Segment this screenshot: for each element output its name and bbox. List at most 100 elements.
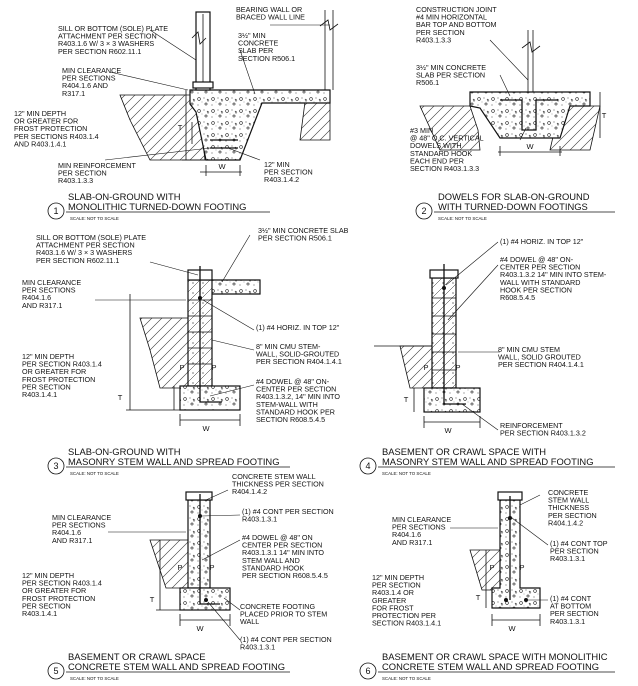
callout-note-line: 3½" MIN	[238, 31, 266, 40]
callout-note-line: R404.1.6	[392, 530, 421, 539]
callout-note-line: 3½" MIN CONCRETE	[416, 63, 486, 72]
callout-note-line: PROTECTION PER	[372, 611, 436, 620]
dimension-label: W	[196, 624, 204, 633]
dimension-label: T	[602, 111, 607, 120]
callout-note-line: R403.1.4.2	[264, 175, 299, 184]
callout-note-line: ATTACHMENT PER SECTION	[36, 241, 135, 250]
callout-note-line: #4 MIN HORIZONTAL	[416, 13, 487, 22]
callout-note-line: R404.1.6	[52, 528, 81, 537]
callout-note-line: R404.1.4.2	[232, 487, 267, 496]
callout-note-line: (1) #4 CONT	[550, 594, 592, 603]
callout-note-line: R404.1.6 AND	[62, 81, 108, 90]
callout-note-line: CONSTRUCTION JOINT	[416, 5, 497, 14]
callout-note-line: R404.1.6	[22, 293, 51, 302]
callout-note-line: 12" MIN DEPTH	[22, 352, 74, 361]
callout-note-line: PER SECTION R404.1.4.1	[498, 360, 584, 369]
detail-title-line: SLAB-ON-GROUND WITH	[68, 446, 181, 457]
callout-note-line: PER SECTION	[372, 581, 421, 590]
callout-note-line: STEM WALL AND	[242, 556, 300, 565]
detail-title-line: CONCRETE STEM WALL AND SPREAD FOOTING	[68, 661, 285, 672]
callout-note-line: OR GREATER FOR	[14, 117, 78, 126]
callout-note-line: R403.1.3.3	[416, 35, 451, 44]
callout-note-line: R403.1.3.1	[550, 554, 585, 563]
callout-note-line: PER SECTIONS R403.1.4	[14, 132, 99, 141]
detail-title-line: MASONRY STEM WALL AND SPREAD FOOTING	[382, 456, 594, 467]
detail-number: 1	[53, 206, 58, 216]
callout-note-line: 8" MIN CMU STEM-	[256, 342, 321, 351]
callout-note-line: GREATER	[372, 596, 406, 605]
dimension-label: T	[150, 595, 155, 604]
callout-note-line: PER SECTION R602.11.1	[58, 47, 141, 56]
scale-note: SCALE: NOT TO SCALE	[438, 216, 487, 221]
dimension-label: P	[423, 363, 428, 372]
callout-note-line: AND R403.1.4.1	[14, 139, 66, 148]
detail-title-line: BASEMENT OR CRAWL SPACE WITH MONOLITHIC	[382, 651, 608, 662]
callout-note-line: R403.1.3.3	[58, 176, 93, 185]
callout-note-line: PER SECTION R403.1.4	[22, 360, 102, 369]
callout-note-line: SECTION R403.1.4.1	[372, 619, 441, 628]
detail-title-line: SLAB-ON-GROUND WITH	[68, 191, 181, 202]
callout-note-line: PER SECTION R608.5.4.5	[242, 571, 328, 580]
callout-note-line: STEM-WALL WITH	[256, 400, 318, 409]
callout-note-line: SECTION R403.1.3.3	[410, 164, 479, 173]
callout-note-line: 12" MIN	[264, 160, 290, 169]
callout-note-line: SECTION R506.1	[238, 54, 295, 63]
detail-title-line: MONOLITHIC TURNED-DOWN FOOTING	[68, 201, 246, 212]
detail-title-line: CONCRETE STEM WALL AND SPREAD FOOTING	[382, 661, 599, 672]
callout-note-line: FROST PROTECTION	[22, 594, 95, 603]
callout-note-line: (1) #4 HORIZ. IN TOP 12"	[500, 237, 584, 246]
callout-note-line: PER SECTION	[550, 609, 599, 618]
dimension-label: P	[519, 563, 524, 572]
callout-note-line: MIN REINFORCEMENT	[58, 161, 136, 170]
callout-note-line: BRACED WALL LINE	[236, 13, 305, 22]
callout-note-line: HOOK PER SECTION	[500, 285, 572, 294]
callout-note-line: CENTER PER SECTION	[500, 263, 580, 272]
callout-note-line: STEM WALL	[548, 496, 589, 505]
callout-note-line: 12" MIN DEPTH	[372, 573, 424, 582]
dimension-label: T	[476, 593, 481, 602]
detail-number: 6	[365, 666, 370, 676]
title-blocks	[47, 202, 615, 680]
callout-note-line: R403.1.6 W/ 3 × 3 WASHERS	[58, 39, 154, 48]
callout-note-line: BAR TOP AND BOTTOM	[416, 20, 497, 29]
callout-note-line: MIN CLEARANCE	[62, 66, 121, 75]
callout-note-line: R403.1.3.2, 14" MIN INTO	[256, 392, 340, 401]
detail-1-graphic	[104, 10, 339, 176]
callout-note-line: #4 DOWEL @ 48" ON	[242, 533, 313, 542]
callout-note-line: R506.1	[416, 78, 439, 87]
scale-note: SCALE: NOT TO SCALE	[382, 676, 431, 681]
callout-note-line: (1) #4 CONT PER SECTION	[242, 507, 334, 516]
dimension-label: W	[218, 162, 226, 171]
callout-note-line: 12" MIN DEPTH	[14, 109, 66, 118]
dimension-label: W	[202, 424, 210, 433]
detail-5-graphic	[108, 489, 241, 641]
callout-note-line: 3½" MIN CONCRETE SLAB	[258, 226, 349, 235]
dimension-label: P	[455, 363, 460, 372]
detail-2-graphic	[419, 30, 601, 156]
callout-note-line: R403.1.3.1 14" MIN INTO	[242, 548, 324, 557]
dimension-label: P	[489, 563, 494, 572]
dimension-label: P	[211, 363, 216, 372]
callout-note-line: CONCRETE FOOTING	[240, 602, 315, 611]
callout-note-line: AND R317.1	[22, 301, 62, 310]
callout-note-line: THICKNESS	[548, 503, 589, 512]
callout-note-line: PLACED PRIOR TO STEM	[240, 610, 327, 619]
callout-note-line: R403.1.3.1	[242, 515, 277, 524]
callout-note-line: R403.1.4.1	[22, 390, 57, 399]
callout-note-line: (1) #4 CONT PER SECTION	[240, 635, 332, 644]
callout-note-line: MIN CLEARANCE	[52, 513, 111, 522]
callout-note-line: (1) #4 CONT TOP	[550, 539, 608, 548]
detail-4-graphic	[374, 241, 500, 431]
callout-note-line: PER SECTION	[22, 382, 71, 391]
detail-title-line: DOWELS FOR SLAB-ON-GROUND	[438, 191, 590, 202]
callout-note-line: PER SECTION	[22, 601, 71, 610]
callout-note-line: CENTER PER SECTION	[256, 385, 336, 394]
callout-note-line: AND R317.1	[52, 536, 92, 545]
dimension-label: P	[179, 363, 184, 372]
detail-title-line: MASONRY STEM WALL AND SPREAD FOOTING	[68, 456, 280, 467]
callout-note-line: R404.1.4.2	[548, 518, 583, 527]
callout-note-line: (1) #4 HORIZ. IN TOP 12"	[256, 323, 340, 332]
